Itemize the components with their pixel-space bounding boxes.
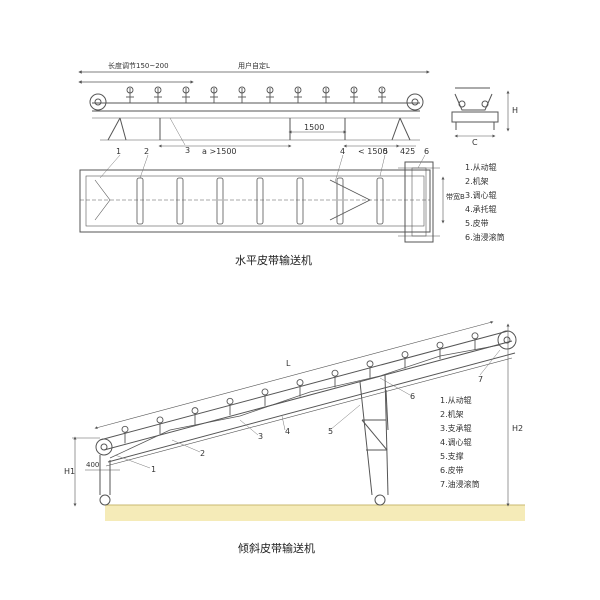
horizontal-side-view xyxy=(78,70,430,148)
bottom-leaders xyxy=(114,349,501,469)
dim-l: L xyxy=(286,359,291,368)
legend-item: 2.机架 xyxy=(465,177,489,186)
incline-idler xyxy=(296,379,304,397)
top-leaders xyxy=(99,117,426,183)
caption-horizontal: 水平皮带输送机 xyxy=(235,254,312,267)
horizontal-plan-view xyxy=(79,161,445,243)
idler-stand xyxy=(350,86,358,103)
incline-part-num-6: 6 xyxy=(410,392,416,401)
incline-idler xyxy=(366,360,374,378)
legend-item: 6.皮带 xyxy=(440,466,464,475)
idler-stand xyxy=(182,86,190,103)
incline-idler xyxy=(471,332,479,350)
legend-item: 3.调心辊 xyxy=(465,191,497,200)
incline-part-num-3: 3 xyxy=(258,432,264,441)
legend-item: 1.从动辊 xyxy=(440,396,472,405)
dim-belt-width: 带宽B xyxy=(446,193,465,201)
idler-stand xyxy=(266,86,274,103)
dim-h1: H1 xyxy=(64,467,76,476)
dim-c: C xyxy=(472,138,478,147)
plan-roller xyxy=(176,177,184,225)
plan-roller xyxy=(376,177,384,225)
incline-idler xyxy=(401,351,409,369)
caption-inclined: 倾斜皮带输送机 xyxy=(238,542,315,555)
dim-h: H xyxy=(512,106,519,115)
incline-idler xyxy=(191,407,199,425)
incline-idler xyxy=(226,397,234,416)
legend-item: 2.机架 xyxy=(440,410,464,419)
plan-roller xyxy=(296,177,304,225)
part-num-6: 6 xyxy=(424,147,430,156)
inclined-conveyor-view xyxy=(72,320,525,521)
legend-item: 5.支撑 xyxy=(440,452,464,461)
idler-stand xyxy=(238,86,246,103)
idler-stand xyxy=(294,86,302,103)
incline-idler xyxy=(121,425,129,444)
incline-part-num-1: 1 xyxy=(151,465,157,474)
legend-item: 7.油浸滚筒 xyxy=(440,480,480,489)
legend-item: 4.调心辊 xyxy=(440,438,472,447)
dim-user-length: 用户自定L xyxy=(238,62,270,70)
end-section-view xyxy=(451,87,510,138)
plan-roller xyxy=(256,177,264,225)
legend-item: 3.支承辊 xyxy=(440,424,472,433)
incline-part-num-4: 4 xyxy=(285,427,291,436)
incline-part-num-5: 5 xyxy=(328,427,334,436)
part-num-1: 1 xyxy=(116,147,122,156)
incline-part-num-7: 7 xyxy=(478,375,484,384)
idler-stand xyxy=(378,86,386,103)
part-num-5: 5 xyxy=(383,147,389,156)
incline-idler xyxy=(156,416,164,434)
idler-stand xyxy=(210,86,218,103)
legend-item: 1.从动辊 xyxy=(465,163,497,172)
dim-lt1500: < 1500 xyxy=(358,147,388,156)
part-num-2: 2 xyxy=(144,147,150,156)
idler-stand xyxy=(154,86,162,103)
dim-length-adjust: 长度调节150~200 xyxy=(108,62,169,70)
incline-idler xyxy=(436,341,444,360)
dim-1500: 1500 xyxy=(304,123,325,132)
dim-h2: H2 xyxy=(512,424,524,433)
idler-stand xyxy=(322,86,330,103)
legend-item: 6.油浸滚筒 xyxy=(465,233,505,242)
dim-425: 425 xyxy=(400,147,416,156)
legend-item: 5.皮带 xyxy=(465,219,489,228)
part-num-3: 3 xyxy=(185,146,191,155)
incline-part-num-2: 2 xyxy=(200,449,206,458)
legend-item: 4.承托辊 xyxy=(465,205,497,214)
part-num-4: 4 xyxy=(340,147,346,156)
idler-stand xyxy=(126,86,134,103)
incline-idler xyxy=(331,369,339,388)
plan-roller xyxy=(136,177,144,225)
incline-idler xyxy=(261,388,269,406)
dim-a: a >1500 xyxy=(202,147,237,156)
dim-400: 400 xyxy=(86,461,100,469)
plan-roller xyxy=(336,177,344,225)
plan-roller xyxy=(216,177,224,225)
